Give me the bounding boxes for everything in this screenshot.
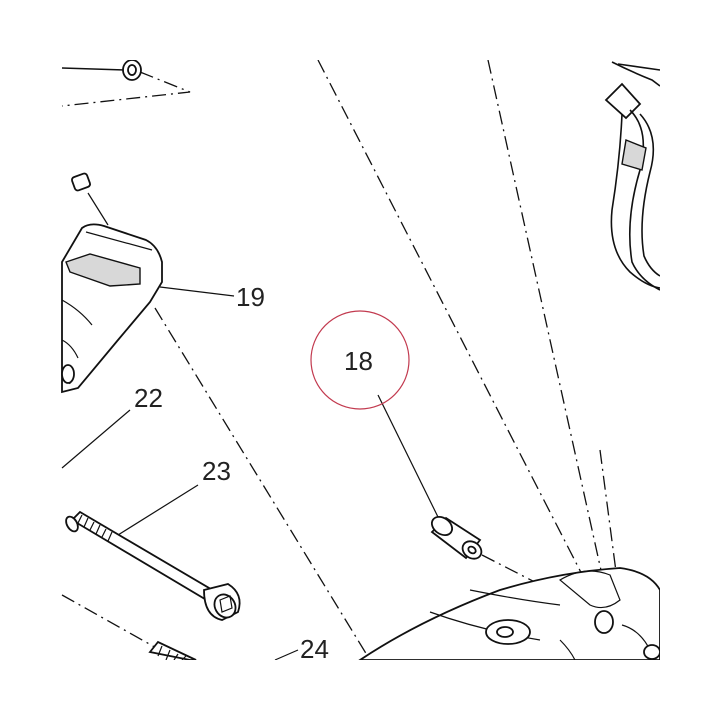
top-left-fastener [61, 59, 191, 107]
callout-18-highlight-circle [310, 310, 410, 410]
callout-18-label: 18 [344, 346, 373, 376]
part-18-spacer [430, 516, 483, 560]
top-right-brake-hose [604, 61, 661, 291]
callout-22-label: 22 [134, 383, 163, 413]
part-23-bolt [65, 510, 241, 621]
callout-19-label: 19 [236, 282, 265, 312]
callout-19-leader [159, 286, 235, 297]
bracket-top-bolt [71, 172, 109, 226]
callout-24-leader [274, 649, 299, 661]
callout-23-leader [117, 484, 199, 536]
callout-18-leader [377, 394, 439, 518]
callout-23-label: 23 [202, 456, 231, 486]
callout-24-label: 24 [300, 634, 329, 664]
bottom-right-housing [357, 567, 661, 661]
part-24-bolt [148, 640, 197, 661]
callout-22-leader [61, 409, 131, 469]
part-19-bracket [61, 172, 163, 394]
